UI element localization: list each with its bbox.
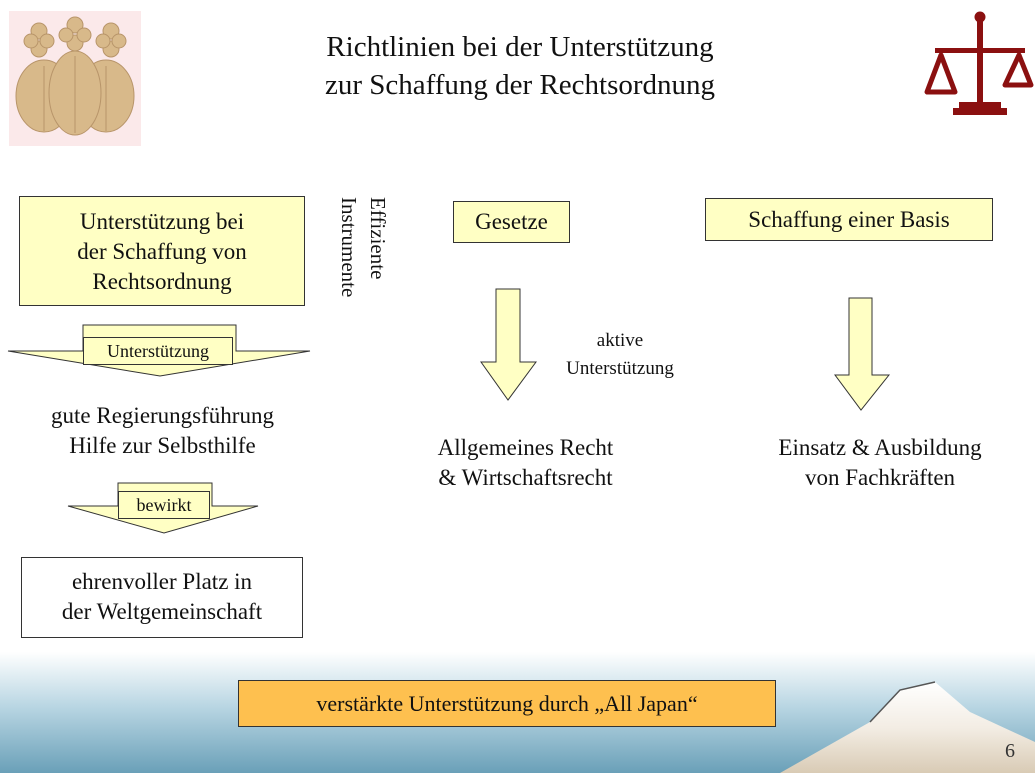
active-support-line-1: aktive xyxy=(596,330,644,351)
efficient-instruments-label: Effiziente Instrumente xyxy=(330,197,392,331)
result-line-1: ehrenvoller Platz in xyxy=(71,569,253,594)
training-line-1: Einsatz & Ausbildung xyxy=(778,435,982,460)
basis-box: Schaffung einer Basis xyxy=(705,198,993,241)
governance-text: gute Regierungsführung Hilfe zur Selbsth… xyxy=(5,401,320,461)
left-box-line-2: der Schaffung von xyxy=(77,239,247,264)
justice-scale-icon xyxy=(924,10,1034,122)
training-line-2: von Fachkräften xyxy=(804,465,956,490)
active-support-label: aktive Unterstützung xyxy=(535,327,705,383)
legal-system-support-box: Unterstützung bei der Schaffung von Rech… xyxy=(19,196,305,306)
laws-down-arrow xyxy=(480,288,537,401)
general-law-line-1: Allgemeines Recht xyxy=(437,435,614,460)
basis-down-arrow xyxy=(834,297,891,411)
training-text: Einsatz & Ausbildung von Fachkräften xyxy=(730,433,1030,493)
governance-line-1: gute Regierungsführung xyxy=(51,403,274,428)
result-line-2: der Weltgemeinschaft xyxy=(61,599,263,624)
vertical-line-2: Instrumente xyxy=(337,197,361,298)
left-box-line-3: Rechtsordnung xyxy=(92,269,232,294)
effect-arrow-label: bewirkt xyxy=(118,491,210,519)
active-support-line-2: Unterstützung xyxy=(566,358,674,379)
page-title: Richtlinien bei der Unterstützung zur Sc… xyxy=(230,28,810,104)
vertical-line-1: Effiziente xyxy=(366,197,390,280)
laws-box: Gesetze xyxy=(453,201,570,243)
left-box-line-1: Unterstützung bei xyxy=(79,209,245,234)
honorable-place-box: ehrenvoller Platz in der Weltgemeinschaf… xyxy=(21,557,303,638)
general-law-text: Allgemeines Recht & Wirtschaftsrecht xyxy=(398,433,653,493)
general-law-line-2: & Wirtschaftsrecht xyxy=(438,465,613,490)
all-japan-banner: verstärkte Unterstützung durch „All Japa… xyxy=(238,680,776,727)
support-arrow-label: Unterstützung xyxy=(83,337,233,365)
title-line-2: zur Schaffung der Rechtsordnung xyxy=(324,69,716,101)
title-line-1: Richtlinien bei der Unterstützung xyxy=(326,31,714,63)
paulownia-crest-icon xyxy=(9,11,141,146)
page-number: 6 xyxy=(1005,740,1015,762)
governance-line-2: Hilfe zur Selbsthilfe xyxy=(69,433,256,458)
